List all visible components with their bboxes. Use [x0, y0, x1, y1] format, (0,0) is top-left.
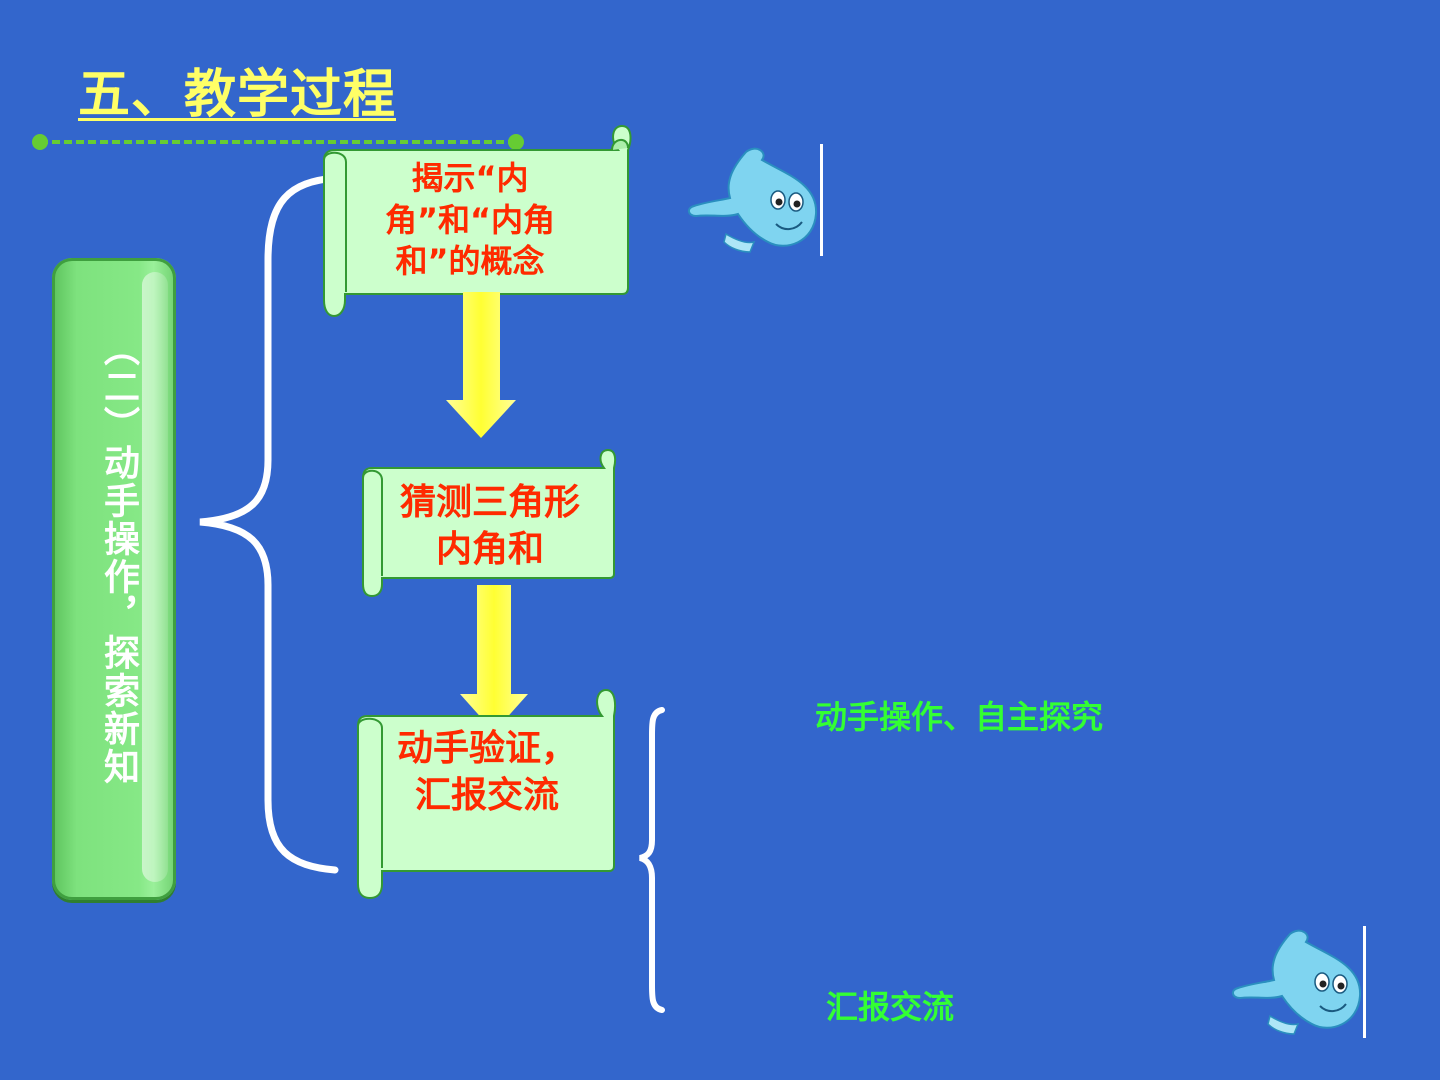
- mascot-icon: [688, 144, 823, 256]
- step-3-text: 动手验证，汇报交流: [396, 728, 577, 816]
- report-note: 汇报交流: [826, 988, 955, 1026]
- page-title: 五、教学过程: [78, 64, 397, 125]
- step-scroll-2: [362, 448, 617, 598]
- main-brace: [199, 174, 339, 874]
- step-2-text: 猜测三角形内角和: [399, 482, 580, 570]
- section-label: （二）动手操作，探索新知: [98, 330, 139, 786]
- flow-arrow-2: [460, 585, 528, 732]
- step-1-text: 揭示“内角”和“内角和”的概念: [384, 159, 556, 281]
- flow-arrow-1: [446, 292, 516, 438]
- section-panel: [52, 258, 176, 900]
- detail-brace: [639, 707, 665, 1013]
- activity-note: 动手操作、自主探究: [815, 698, 1104, 736]
- title-divider: [32, 134, 524, 150]
- step-scroll-3: [357, 688, 616, 900]
- mascot-icon: [1232, 926, 1366, 1038]
